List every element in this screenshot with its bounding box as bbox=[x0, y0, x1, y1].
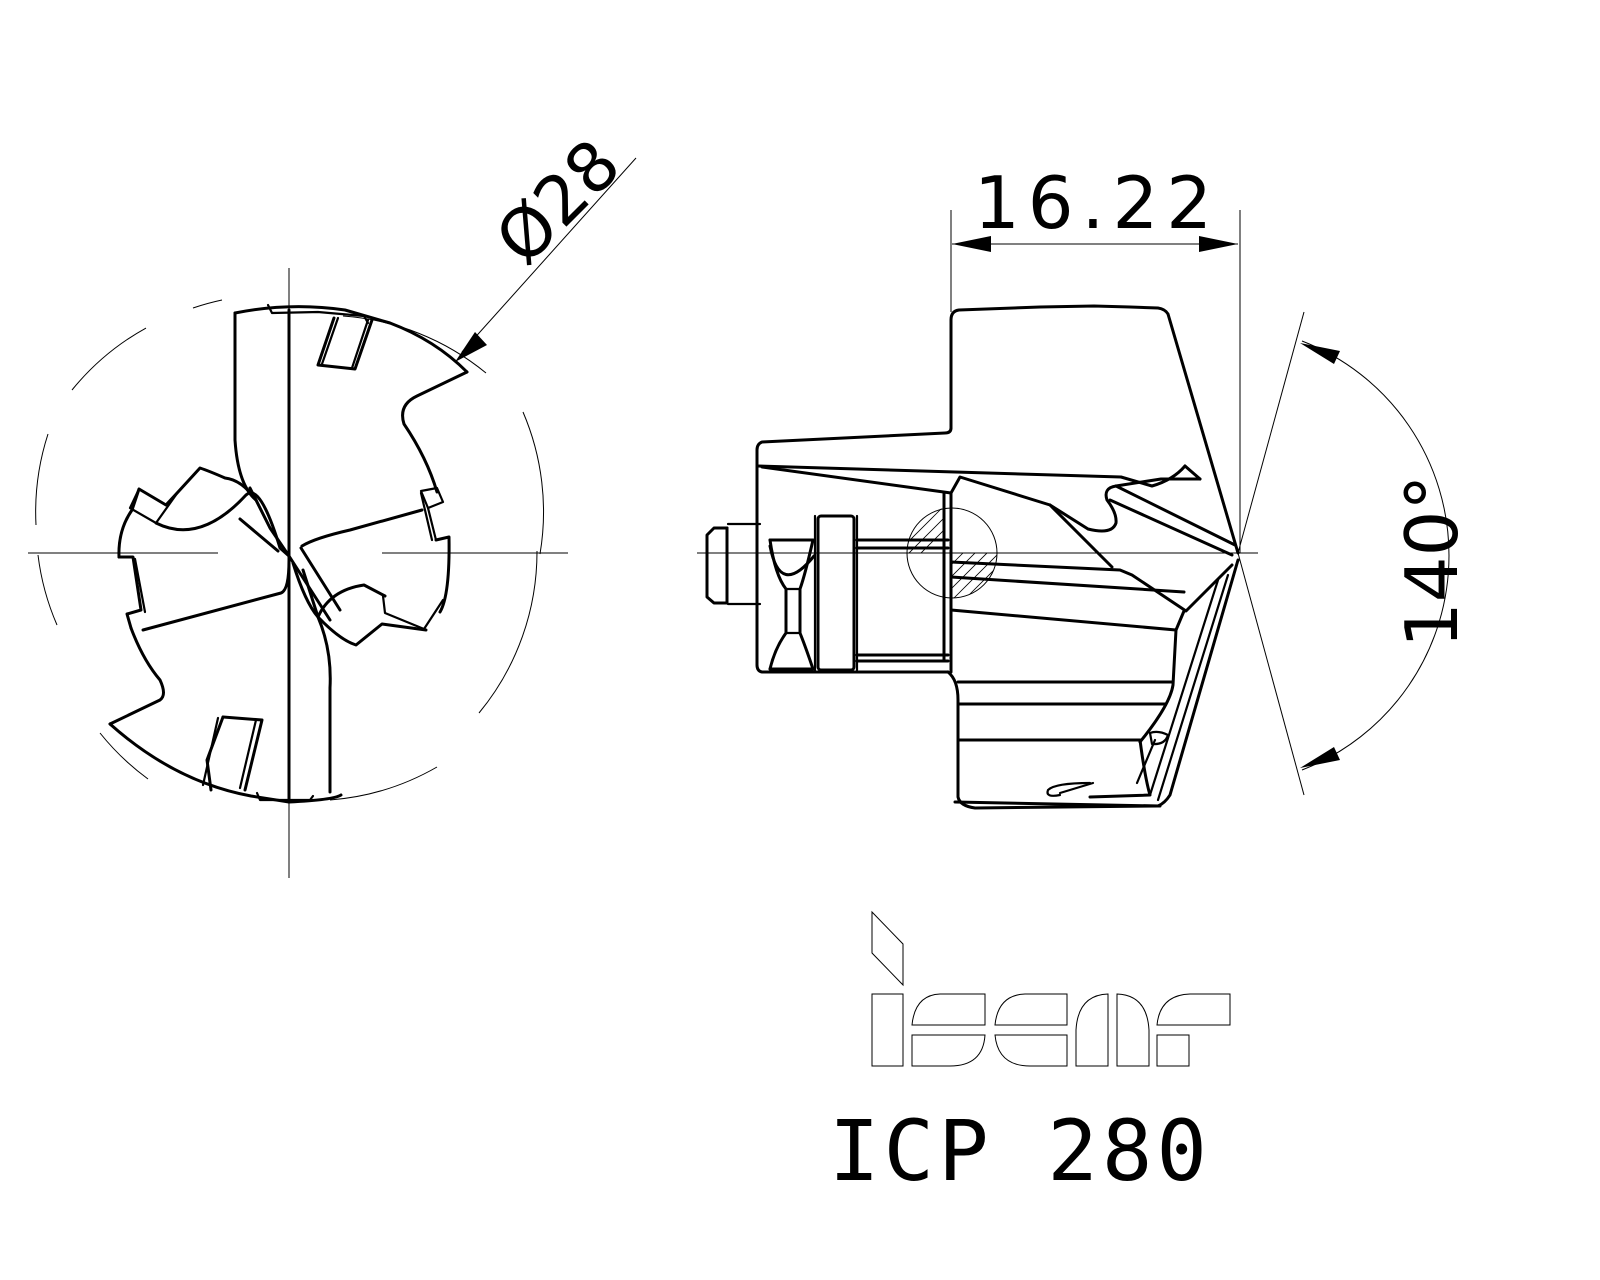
detail-circle bbox=[906, 507, 998, 599]
model-label: ICP 280 bbox=[829, 1102, 1211, 1200]
arrow-icon bbox=[455, 332, 487, 362]
arrow-right-icon bbox=[1199, 236, 1238, 252]
arrow-upper-icon bbox=[1300, 343, 1340, 364]
margin-pads bbox=[201, 316, 374, 792]
length-dimension: 16.22 bbox=[950, 161, 1241, 553]
diameter-label: Ø28 bbox=[481, 125, 636, 280]
reference-circle bbox=[35, 299, 545, 801]
arrow-lower-icon bbox=[1300, 747, 1340, 768]
shank-pilot bbox=[705, 514, 950, 672]
iscar-logo bbox=[871, 910, 1231, 1067]
end-view: Ø28 bbox=[28, 125, 637, 878]
angle-label: 140° bbox=[1390, 475, 1474, 648]
angle-arc bbox=[1301, 340, 1450, 771]
diameter-dimension: Ø28 bbox=[455, 125, 637, 362]
arrow-left-icon bbox=[952, 236, 991, 252]
angle-line-lower bbox=[1237, 552, 1305, 796]
side-view: 16.22 bbox=[697, 161, 1474, 810]
drill-body-side-profile bbox=[755, 304, 1240, 810]
length-label: 16.22 bbox=[974, 161, 1220, 245]
leader-line bbox=[461, 157, 637, 353]
coolant-ring bbox=[816, 514, 856, 672]
drill-body-end-profile bbox=[108, 303, 469, 804]
angle-dimension: 140° bbox=[1237, 311, 1474, 796]
angle-line-upper bbox=[1237, 311, 1305, 554]
